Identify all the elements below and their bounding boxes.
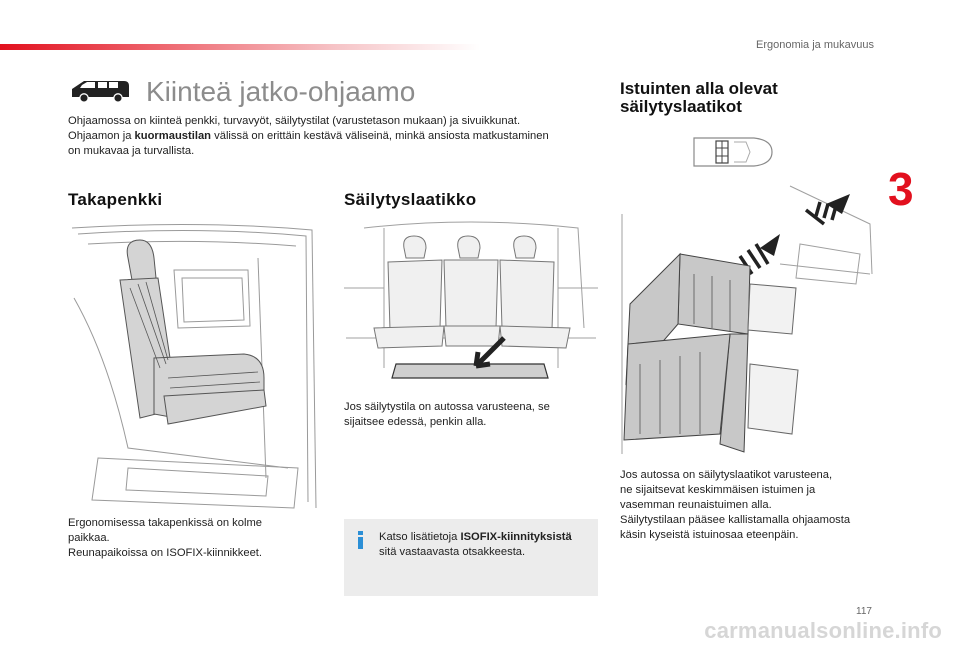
header-accent-bar (0, 44, 480, 50)
rear-seat-illustration (71, 223, 317, 509)
rear-seat-heading: Takapenkki (68, 190, 163, 209)
watermark: carmanualsonline.info (704, 618, 942, 643)
info-bold: ISOFIX-kiinnityksistä (460, 531, 572, 543)
storage-line-2: sijaitsee edessä, penkin alla. (344, 416, 487, 428)
intro-bold: kuormaustilan (134, 130, 212, 142)
van-icon (72, 81, 129, 103)
under-seat-line-5: käsin kyseistä istuinosaa eteenpäin. (620, 529, 799, 541)
under-seat-heading-line-2: säilytyslaatikot (620, 97, 742, 116)
intro-paragraph: Ohjaamossa on kiinteä penkki, turvavyöt,… (68, 114, 608, 159)
storage-description: Jos säilytystila on autossa varusteena, … (344, 400, 598, 430)
intro-text: välissä on erittäin kestävä väliseinä, m… (211, 130, 549, 142)
info-text: Katso lisätietoja ISOFIX-kiinnityksistä … (379, 530, 593, 560)
under-seat-line-1: Jos autossa on säilytyslaatikot varustee… (620, 469, 833, 481)
under-seat-heading-line-1: Istuinten alla olevat (620, 79, 778, 98)
info-icon (358, 531, 363, 549)
info-plain: Katso lisätietoja (379, 531, 461, 543)
section-title: Ergonomia ja mukavuus (755, 39, 874, 51)
rear-seat-line-2: paikkaa. (68, 532, 110, 544)
under-seat-description: Jos autossa on säilytyslaatikot varustee… (620, 468, 880, 543)
info-line-1: Katso lisätietoja ISOFIX-kiinnityksistä (379, 530, 593, 545)
page-number: 117 (856, 606, 872, 617)
intro-line-2: Ohjaamon ja kuormaustilan välissä on eri… (68, 129, 608, 144)
intro-line-3: on mukavaa ja turvallista. (68, 145, 195, 157)
storage-line-1: Jos säilytystila on autossa varusteena, … (344, 401, 550, 413)
info-box (344, 519, 598, 596)
under-seat-line-3: vasemman reunaistuimen alla. (620, 499, 772, 511)
storage-box-illustration (344, 221, 598, 379)
under-seat-heading: Istuinten alla olevat säilytyslaatikot (620, 80, 880, 116)
rear-seat-description: Ergonomisessa takapenkissä on kolme paik… (68, 516, 318, 561)
rear-seat-line-3: Reunapaikoissa on ISOFIX-kiinnikkeet. (68, 547, 263, 559)
info-line-2: sitä vastaavasta otsakkeesta. (379, 546, 526, 558)
storage-heading: Säilytyslaatikko (344, 190, 477, 209)
intro-text: Ohjaamon ja (68, 130, 135, 142)
car-top-view-icon (693, 137, 773, 167)
intro-line-1: Ohjaamossa on kiinteä penkki, turvavyöt,… (68, 115, 521, 127)
under-seat-storage-illustration (621, 185, 873, 454)
under-seat-line-4: Säilytystilaan pääsee kallistamalla ohja… (620, 514, 851, 526)
under-seat-line-2: ne sijaitsevat keskimmäisen istuimen ja (620, 484, 816, 496)
page-title: Kiinteä jatko-ohjaamo (146, 76, 416, 107)
chapter-number: 3 (888, 163, 914, 215)
rear-seat-line-1: Ergonomisessa takapenkissä on kolme (68, 517, 263, 529)
